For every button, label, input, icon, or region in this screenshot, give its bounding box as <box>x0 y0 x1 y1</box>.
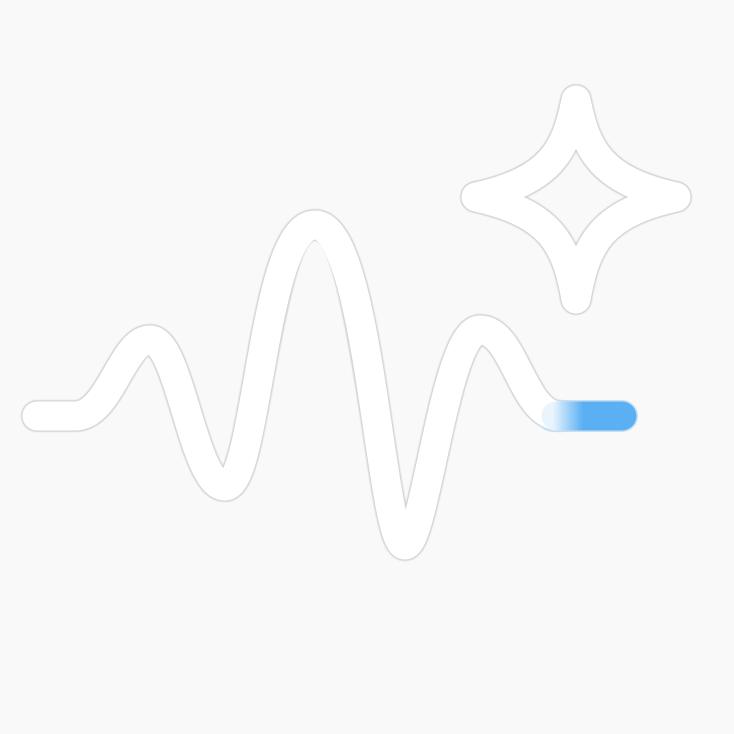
sparkle-star <box>461 85 691 314</box>
waveform-line <box>22 210 575 560</box>
